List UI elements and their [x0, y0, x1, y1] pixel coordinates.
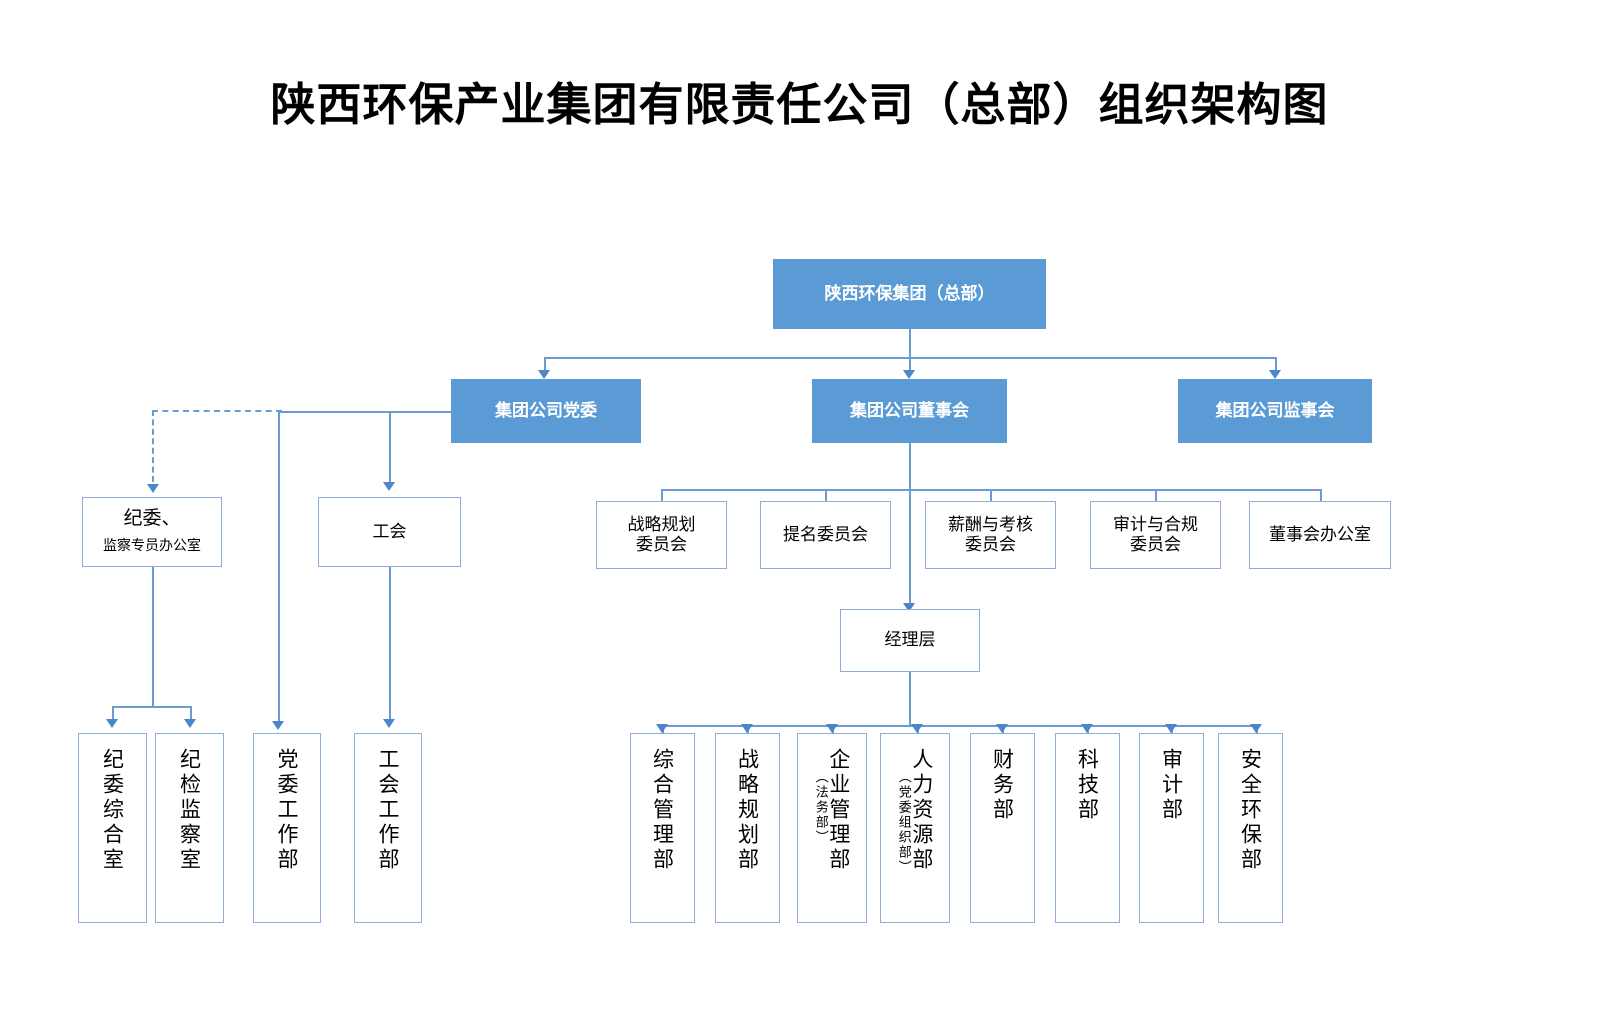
connector-party-to-party-work-dept [278, 411, 280, 723]
leaf-dept-label: 科技部 [1075, 748, 1100, 823]
arrow-to-dept-3 [911, 724, 923, 733]
connector-committee-leg-4 [1320, 489, 1322, 503]
connector-discipline-down [152, 567, 154, 706]
connector-committee-leg-1 [825, 489, 827, 503]
arrow-to-dept-6 [1165, 724, 1177, 733]
node-board-of-supervisors-label: 集团公司监事会 [1215, 400, 1335, 420]
arrow-to-dept-7 [1250, 724, 1262, 733]
connector-party-to-union [389, 411, 391, 483]
leaf-dept-label: 战略规划部 [735, 748, 760, 873]
node-labor-union[interactable]: 工会 [318, 497, 461, 567]
leaf-dept-label: 企业管理部 [826, 748, 851, 873]
leaf-dept-label: 党委工作部 [275, 748, 300, 873]
page-title: 陕西环保产业集团有限责任公司（总部）组织架构图 [270, 80, 1329, 130]
committee-line1: 提名委员会 [783, 524, 868, 544]
node-committee-nomination[interactable]: 提名委员会 [760, 501, 891, 569]
leaf-dept-label: 人力资源部 [909, 748, 934, 873]
leaf-dept-sublabel: （法务部） [813, 770, 829, 845]
arrow-to-dept-2 [826, 724, 838, 733]
node-board-of-supervisors[interactable]: 集团公司监事会 [1178, 379, 1372, 443]
connector-discipline-split-bus [112, 706, 192, 708]
arrow-to-union [383, 482, 395, 491]
leaf-dept-label: 工会工作部 [376, 748, 401, 873]
leaf-dept-label: 纪委综合室 [100, 748, 125, 873]
node-root-label: 陕西环保集团（总部） [824, 283, 995, 303]
arrow-to-board [903, 370, 915, 379]
arrow-to-dept-0 [656, 724, 668, 733]
leaf-dept-sublabel: （党委组织部） [896, 770, 912, 875]
arrow-to-dept-1 [741, 724, 753, 733]
arrow-to-discipline-inspection-office [184, 719, 196, 728]
arrow-to-union-work-dept [383, 719, 395, 728]
leaf-dept-label: 综合管理部 [650, 748, 675, 873]
node-root[interactable]: 陕西环保集团（总部） [773, 259, 1046, 329]
arrow-to-dept-5 [1081, 724, 1093, 733]
leaf-dept-zonghe-guanli[interactable]: 综合管理部 [630, 733, 695, 923]
leaf-dept-label: 纪检监察室 [177, 748, 202, 873]
committee-line2: 委员会 [1130, 535, 1181, 554]
arrow-to-discipline-office [147, 484, 159, 493]
leaf-dept-jiwei-zonghe[interactable]: 纪委综合室 [78, 733, 147, 923]
node-discipline-office[interactable]: 纪委、 监察专员办公室 [82, 497, 222, 567]
arrow-to-discipline-general-office [106, 719, 118, 728]
committee-line2: 委员会 [965, 535, 1016, 554]
connector-committee-leg-0 [661, 489, 663, 503]
connector-discipline-left-leg [112, 706, 114, 721]
leaf-dept-dangwei-gongzuo[interactable]: 党委工作部 [253, 733, 321, 923]
committee-line1: 薪酬与考核 [948, 514, 1033, 534]
connector-board-to-management [909, 489, 911, 607]
connector-dept-bus [662, 725, 1256, 727]
arrow-to-dept-4 [996, 724, 1008, 733]
arrow-to-party [538, 370, 550, 379]
arrow-to-party-work-dept [272, 721, 284, 730]
leaf-dept-renli-ziyuan[interactable]: 人力资源部 （党委组织部） [880, 733, 950, 923]
node-management-layer-label: 经理层 [884, 630, 936, 650]
connector-root-down [909, 329, 911, 357]
connector-board-down [909, 443, 911, 489]
node-board-of-directors-label: 集团公司董事会 [850, 400, 969, 420]
node-board-office[interactable]: 董事会办公室 [1249, 501, 1391, 569]
node-discipline-office-line1: 纪委、 [123, 508, 181, 530]
committee-line2: 委员会 [636, 535, 687, 554]
leaf-dept-qiye-guanli[interactable]: 企业管理部 （法务部） [797, 733, 867, 923]
node-party-committee-label: 集团公司党委 [495, 400, 597, 420]
connector-party-dashed-down [152, 410, 154, 482]
connector-discipline-right-leg [190, 706, 192, 721]
leaf-dept-label: 财务部 [990, 748, 1015, 823]
connector-to-board [909, 357, 911, 373]
arrow-to-management-layer [903, 603, 915, 612]
connector-committee-leg-2 [990, 489, 992, 503]
connector-party-left-bus [278, 411, 453, 413]
connector-to-party [544, 357, 546, 373]
node-labor-union-label: 工会 [372, 521, 407, 541]
connector-management-down [909, 672, 911, 725]
node-discipline-office-line2: 监察专员办公室 [103, 539, 201, 555]
leaf-dept-zhanlue-guihua[interactable]: 战略规划部 [715, 733, 780, 923]
leaf-dept-label: 安全环保部 [1238, 748, 1263, 873]
node-committee-compensation[interactable]: 薪酬与考核 委员会 [925, 501, 1056, 569]
committee-line1: 董事会办公室 [1269, 524, 1371, 544]
leaf-dept-shenji[interactable]: 审计部 [1139, 733, 1204, 923]
node-party-committee[interactable]: 集团公司党委 [451, 379, 641, 443]
leaf-dept-anquan-huanbao[interactable]: 安全环保部 [1218, 733, 1283, 923]
connector-to-supervisors [1275, 357, 1277, 373]
node-committee-audit-compliance[interactable]: 审计与合规 委员会 [1090, 501, 1221, 569]
leaf-dept-caiwu[interactable]: 财务部 [970, 733, 1035, 923]
leaf-dept-gonghui-gongzuo[interactable]: 工会工作部 [354, 733, 422, 923]
node-board-of-directors[interactable]: 集团公司董事会 [812, 379, 1007, 443]
node-committee-strategy[interactable]: 战略规划 委员会 [596, 501, 727, 569]
node-management-layer[interactable]: 经理层 [840, 609, 980, 672]
leaf-dept-keji[interactable]: 科技部 [1055, 733, 1120, 923]
arrow-to-supervisors [1269, 370, 1281, 379]
committee-line1: 战略规划 [627, 514, 696, 534]
leaf-dept-jijian-jiancha[interactable]: 纪检监察室 [155, 733, 224, 923]
connector-party-dashed-bus [152, 410, 282, 412]
committee-line1: 审计与合规 [1113, 514, 1198, 534]
connector-committee-leg-3 [1155, 489, 1157, 503]
leaf-dept-label: 审计部 [1159, 748, 1184, 823]
connector-union-to-union-work-dept [389, 567, 391, 721]
